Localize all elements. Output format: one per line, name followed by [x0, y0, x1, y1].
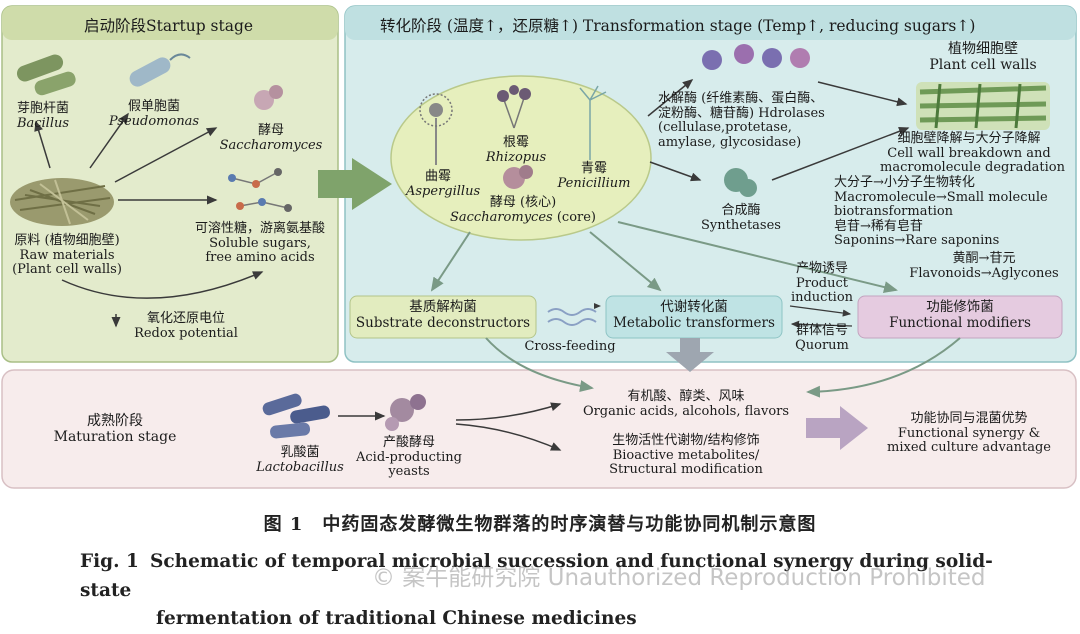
caption-zh: 图 1 中药固态发酵微生物群落的时序演替与功能协同机制示意图 [263, 514, 817, 535]
molecule-icon [228, 168, 292, 212]
stage-transition-arrow [318, 158, 392, 210]
figure: { "stages": { "startup": "启动阶段Startup st… [1, 5, 1077, 629]
rhizopus-icon [497, 85, 531, 129]
hydrolase-icons [702, 44, 810, 70]
biotransformation-label: 大分子→小分子生物转化 Macromolecule→Small molecule… [834, 175, 1048, 249]
cell-wall-icon [916, 82, 1050, 130]
diagram-artwork [1, 5, 1077, 489]
watermark: © 案牛能研究院 Unauthorized Reproduction Prohi… [372, 565, 986, 591]
lactobacillus-icon [262, 393, 330, 439]
saccharomyces-core-label: 酵母 (核心)Saccharomyces (core) [450, 195, 596, 225]
transformation-stage-title: 转化阶段 (温度↑，还原糖↑) Transformation stage (Te… [380, 17, 976, 35]
maturation-arrow [666, 338, 714, 372]
raw-materials-icon [10, 178, 114, 226]
yeast-icon-startup [254, 85, 283, 110]
bacillus-icon [16, 54, 76, 96]
aspergillus-icon [419, 93, 453, 165]
hydrolases-label: 水解酶 (纤维素酶、蛋白酶、 淀粉酶、糖苷酶) Hdrolases (cellu… [658, 91, 825, 150]
substrate-deconstructors-box [349, 295, 537, 339]
pseudomonas-icon [129, 53, 191, 87]
maturation-panel [1, 369, 1077, 489]
startup-stage-title: 启动阶段Startup stage [84, 17, 254, 35]
synergy-arrow [806, 406, 868, 450]
synthetase-icon [724, 168, 757, 197]
acid-yeast-icon [385, 394, 426, 431]
cross-feeding-label: Cross-feeding [524, 339, 616, 354]
saccharomyces-core-icon [503, 165, 533, 189]
raw-materials-label: 原料 (植物细胞壁)Raw materials(Plant cell walls… [12, 233, 122, 278]
penicillium-icon [579, 85, 607, 160]
fungi-core-ellipse [390, 75, 652, 241]
